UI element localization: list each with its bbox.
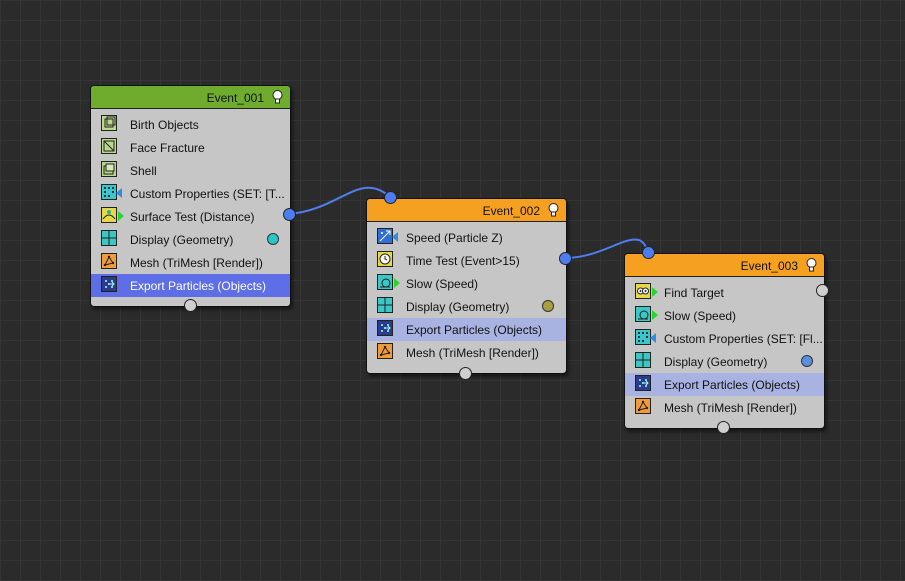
operator-row[interactable]: Mesh (TriMesh [Render]): [625, 396, 824, 419]
operator-label: Face Fracture: [130, 141, 205, 155]
display-geometry-icon: [377, 297, 393, 313]
operator-label: Display (Geometry): [130, 233, 234, 247]
event-002-header[interactable]: Event_002: [367, 199, 566, 222]
operator-row[interactable]: Custom Properties (SET: [T...: [91, 182, 290, 205]
lightbulb-icon[interactable]: [270, 89, 285, 105]
export-particles-icon: [377, 320, 393, 336]
export-particles-icon: [635, 375, 651, 391]
operator-label: Slow (Speed): [406, 277, 479, 291]
custom-properties-icon: [635, 329, 651, 345]
mesh-icon: [101, 253, 117, 269]
operator-row[interactable]: Slow (Speed): [367, 272, 566, 295]
operator-label: Export Particles (Objects): [130, 279, 267, 293]
operator-row[interactable]: Face Fracture: [91, 136, 290, 159]
birth-objects-icon: [101, 115, 117, 131]
shell-icon: [101, 161, 117, 177]
operator-row[interactable]: Custom Properties (SET: [Fl...: [625, 327, 824, 350]
operator-label: Custom Properties (SET: [T...: [130, 187, 285, 201]
operator-label: Shell: [130, 164, 157, 178]
arrow-right-icon: [394, 278, 400, 288]
operator-label: Export Particles (Objects): [406, 323, 543, 337]
time-test-icon: [377, 251, 393, 267]
operator-row[interactable]: Mesh (TriMesh [Render]): [367, 341, 566, 364]
operator-row-highlighted[interactable]: Export Particles (Objects): [625, 373, 824, 396]
event-002-input-port[interactable]: [384, 191, 397, 204]
operator-label: Mesh (TriMesh [Render]): [130, 256, 263, 270]
slow-icon: [377, 274, 393, 290]
arrow-left-icon: [650, 333, 656, 343]
operator-label: Mesh (TriMesh [Render]): [664, 401, 797, 415]
operator-row-selected[interactable]: Export Particles (Objects): [91, 274, 290, 297]
event-003-header[interactable]: Event_003: [625, 254, 824, 277]
arrow-left-icon: [392, 232, 398, 242]
operator-row[interactable]: Birth Objects: [91, 113, 290, 136]
operator-label: Display (Geometry): [664, 355, 768, 369]
display-color-swatch[interactable]: [801, 355, 813, 367]
event-001-title: Event_001: [206, 91, 264, 105]
event-001-header[interactable]: Event_001: [91, 86, 290, 109]
display-color-swatch[interactable]: [267, 233, 279, 245]
event-003-bottom-port[interactable]: [717, 421, 730, 434]
arrow-right-icon: [652, 310, 658, 320]
event-003-output-port[interactable]: [816, 284, 829, 297]
operator-label: Surface Test (Distance): [130, 210, 255, 224]
operator-label: Display (Geometry): [406, 300, 510, 314]
event-002-node[interactable]: Event_002 Speed (Particle Z) Time Test (…: [366, 198, 567, 374]
display-geometry-icon: [101, 230, 117, 246]
operator-label: Slow (Speed): [664, 309, 737, 323]
operator-row[interactable]: Time Test (Event>15): [367, 249, 566, 272]
slow-icon: [635, 306, 651, 322]
lightbulb-icon[interactable]: [804, 257, 819, 273]
event-001-output-port[interactable]: [283, 208, 296, 221]
event-003-input-port[interactable]: [642, 246, 655, 259]
display-geometry-icon: [635, 352, 651, 368]
event-002-title: Event_002: [482, 204, 540, 218]
operator-row[interactable]: Slow (Speed): [625, 304, 824, 327]
event-001-bottom-port[interactable]: [184, 299, 197, 312]
event-002-bottom-port[interactable]: [459, 367, 472, 380]
lightbulb-icon[interactable]: [546, 202, 561, 218]
event-002-output-port[interactable]: [559, 252, 572, 265]
mesh-icon: [377, 343, 393, 359]
operator-row[interactable]: Speed (Particle Z): [367, 226, 566, 249]
operator-label: Find Target: [664, 286, 724, 300]
event-001-node[interactable]: Event_001 Birth Objects Face Fracture Sh…: [90, 85, 291, 307]
operator-row[interactable]: Find Target: [625, 281, 824, 304]
event-003-node[interactable]: Event_003 Find Target Slow (Speed) Cu: [624, 253, 825, 429]
speed-icon: [377, 228, 393, 244]
operator-row[interactable]: Mesh (TriMesh [Render]): [91, 251, 290, 274]
face-fracture-icon: [101, 138, 117, 154]
custom-properties-icon: [101, 184, 117, 200]
operator-row[interactable]: Display (Geometry): [91, 228, 290, 251]
operator-row[interactable]: Shell: [91, 159, 290, 182]
operator-label: Time Test (Event>15): [406, 254, 520, 268]
find-target-icon: [635, 283, 651, 299]
operator-row-highlighted[interactable]: Export Particles (Objects): [367, 318, 566, 341]
operator-label: Custom Properties (SET: [Fl...: [664, 332, 823, 346]
mesh-icon: [635, 398, 651, 414]
arrow-left-icon: [116, 188, 122, 198]
operator-label: Speed (Particle Z): [406, 231, 503, 245]
export-particles-icon: [101, 276, 117, 292]
display-color-swatch[interactable]: [542, 300, 554, 312]
operator-row[interactable]: Display (Geometry): [367, 295, 566, 318]
arrow-right-icon: [118, 211, 124, 221]
arrow-right-icon: [652, 287, 658, 297]
event-003-title: Event_003: [740, 259, 798, 273]
operator-label: Birth Objects: [130, 118, 199, 132]
operator-label: Export Particles (Objects): [664, 378, 801, 392]
operator-row[interactable]: Surface Test (Distance): [91, 205, 290, 228]
operator-label: Mesh (TriMesh [Render]): [406, 346, 539, 360]
surface-test-icon: [101, 207, 117, 223]
operator-row[interactable]: Display (Geometry): [625, 350, 824, 373]
